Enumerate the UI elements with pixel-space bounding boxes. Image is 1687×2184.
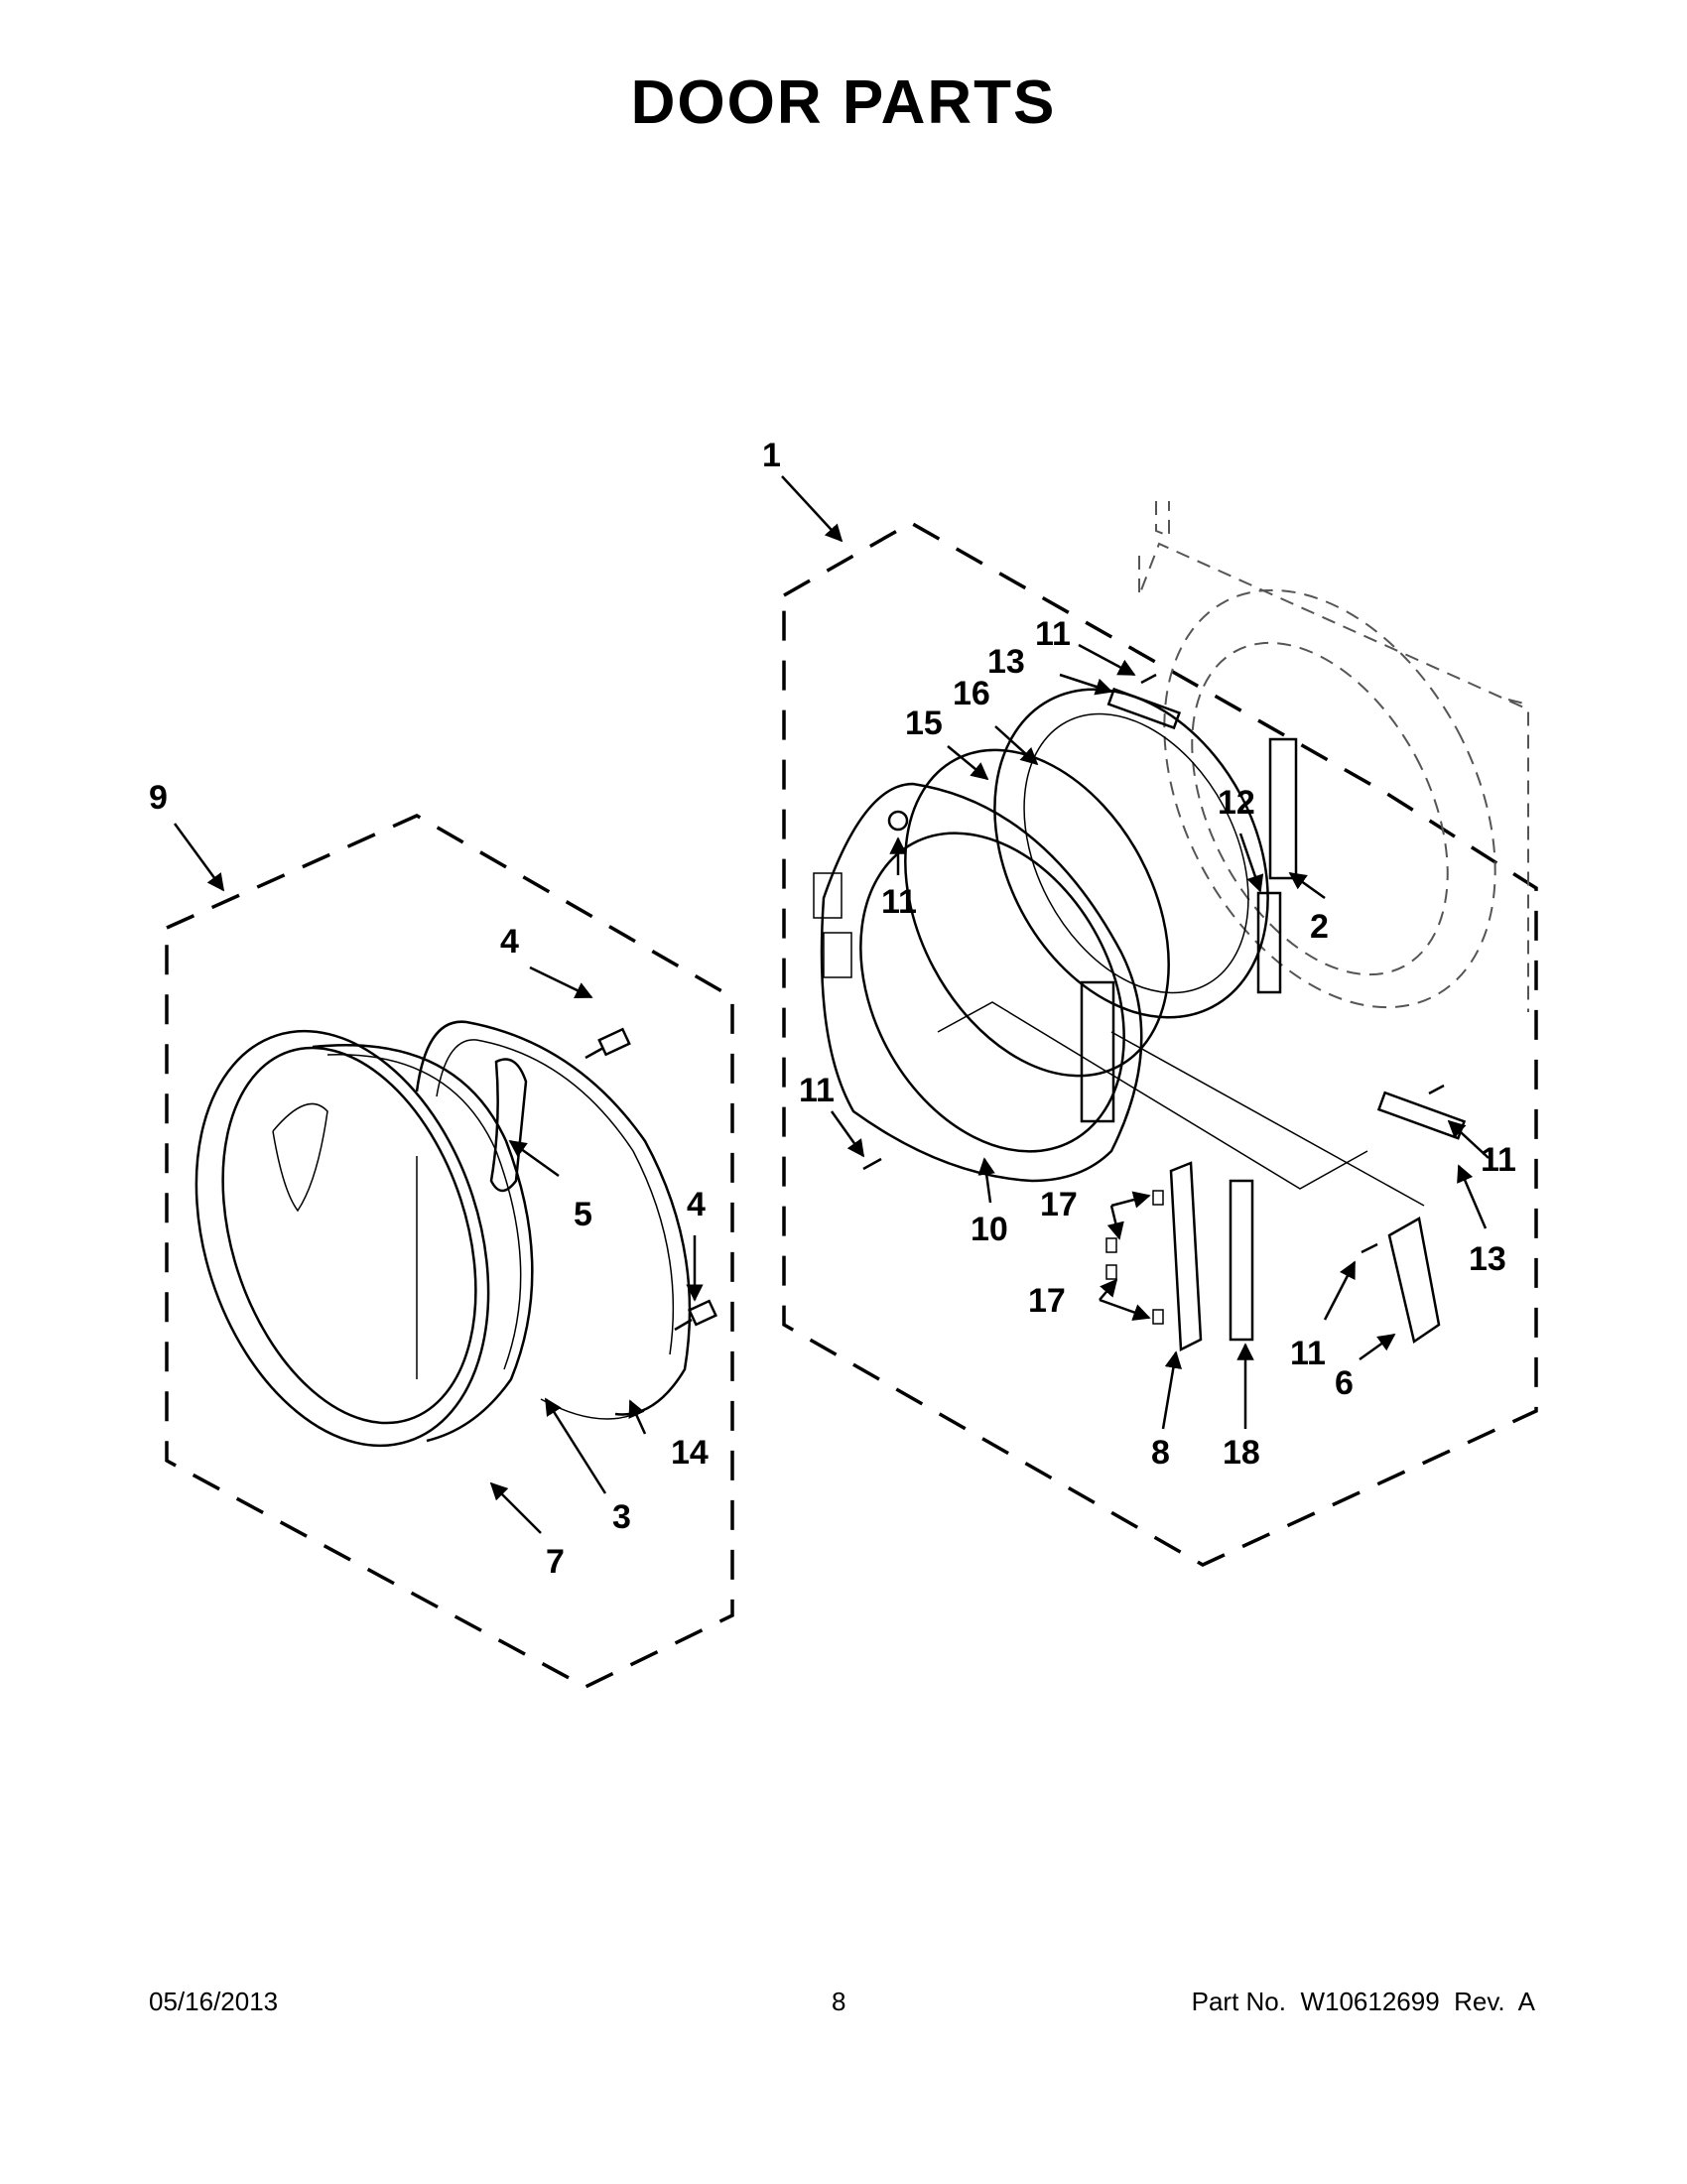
screw-4-upper (584, 1027, 631, 1060)
hinge-pins-part (1105, 1190, 1164, 1325)
screw-4-lower (674, 1299, 718, 1332)
hinge-plate-18-part (1229, 1179, 1254, 1342)
callout-4-lower: 4 (687, 1186, 706, 1223)
callout-11-top: 11 (1035, 615, 1071, 653)
callout-5: 5 (574, 1196, 592, 1233)
screw-11-latch (1361, 1242, 1378, 1254)
callout-labels: 1 9 4 5 4 14 3 7 11 13 16 15 11 12 2 11 … (149, 437, 1516, 1581)
callout-1: 1 (762, 437, 781, 474)
screw-11-panel (887, 810, 909, 832)
leader-lines (173, 475, 1490, 1534)
callout-13-lower: 13 (1469, 1240, 1506, 1278)
hinge-plate-upper-part (1106, 687, 1182, 730)
callout-4-upper: 4 (500, 923, 519, 961)
callout-7: 7 (546, 1543, 565, 1581)
door-hinge-part (1169, 1161, 1203, 1351)
callout-16: 16 (953, 675, 990, 712)
callout-14: 14 (671, 1434, 709, 1472)
footer-part-number: Part No. W10612699 Rev. A (1191, 1987, 1535, 2016)
screw-11-upper (1140, 673, 1157, 685)
outer-door-frame-part (195, 1029, 490, 1448)
callout-10: 10 (971, 1211, 1008, 1248)
page-title: DOOR PARTS (630, 68, 1057, 137)
inner-door-assembly-boundary (782, 520, 1538, 1567)
callout-17-upper: 17 (1040, 1186, 1078, 1223)
callout-8: 8 (1151, 1434, 1170, 1472)
outer-door-assembly-boundary (165, 814, 734, 1689)
callout-2: 2 (1310, 908, 1329, 946)
callout-17-lower: 17 (1028, 1282, 1066, 1320)
hinge-bracket-panel (1080, 980, 1115, 1123)
inner-door-ring-part (415, 1020, 692, 1420)
callout-11-latch: 11 (1290, 1335, 1326, 1372)
callout-11-left: 11 (799, 1072, 835, 1109)
latch-housing-part (1387, 1217, 1441, 1345)
callout-13-upper: 13 (987, 643, 1025, 681)
door-trim-ring-part (312, 1043, 534, 1443)
hinge-plate-lower-part (1376, 1091, 1467, 1140)
door-glass-part (993, 688, 1269, 1019)
callout-6: 6 (1335, 1364, 1354, 1402)
callout-11-right: 11 (1481, 1141, 1516, 1179)
callout-9: 9 (149, 779, 168, 817)
assembly-lines (937, 1001, 1425, 1207)
strike-part (1256, 891, 1282, 994)
screw-11-lower-right (1428, 1084, 1445, 1095)
callout-3: 3 (612, 1498, 631, 1536)
callout-18: 18 (1223, 1434, 1260, 1472)
washer-cabinet-ghost (1138, 501, 1529, 1012)
footer-date: 05/16/2013 (149, 1987, 279, 2016)
door-latch-part (1268, 737, 1298, 880)
screw-11-lower-left (862, 1157, 882, 1171)
inner-door-panel-part (813, 782, 1143, 1183)
callout-11-panel: 11 (881, 883, 917, 921)
door-gasket-part (904, 748, 1170, 1078)
door-handle-part (489, 1058, 528, 1193)
callout-15: 15 (905, 705, 943, 742)
callout-12: 12 (1218, 784, 1255, 822)
footer-page-number: 8 (832, 1987, 846, 2016)
